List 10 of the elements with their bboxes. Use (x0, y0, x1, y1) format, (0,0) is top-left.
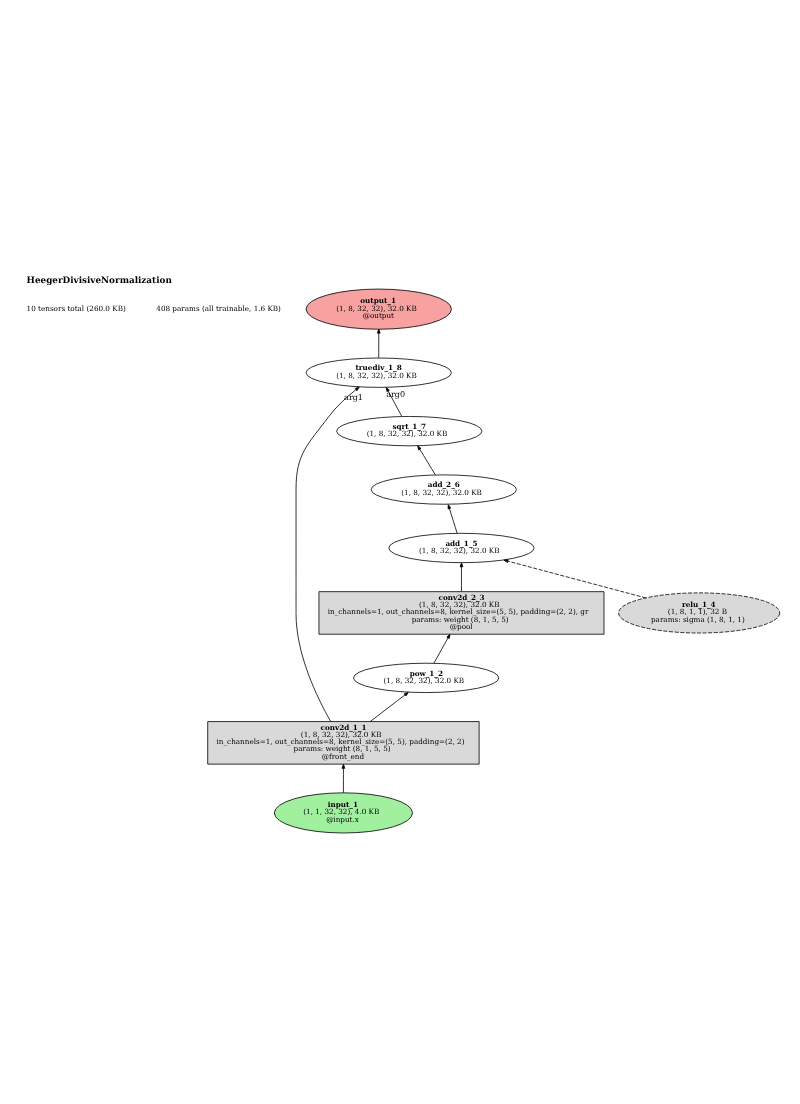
arrow (417, 444, 436, 475)
arrow (447, 503, 458, 533)
arrow (385, 386, 403, 416)
arrow (295, 385, 360, 721)
arrow (369, 691, 409, 721)
arrow (503, 558, 647, 598)
arrow (433, 632, 451, 663)
arrow (376, 327, 381, 358)
arrow (459, 561, 464, 591)
arrow (341, 762, 346, 793)
